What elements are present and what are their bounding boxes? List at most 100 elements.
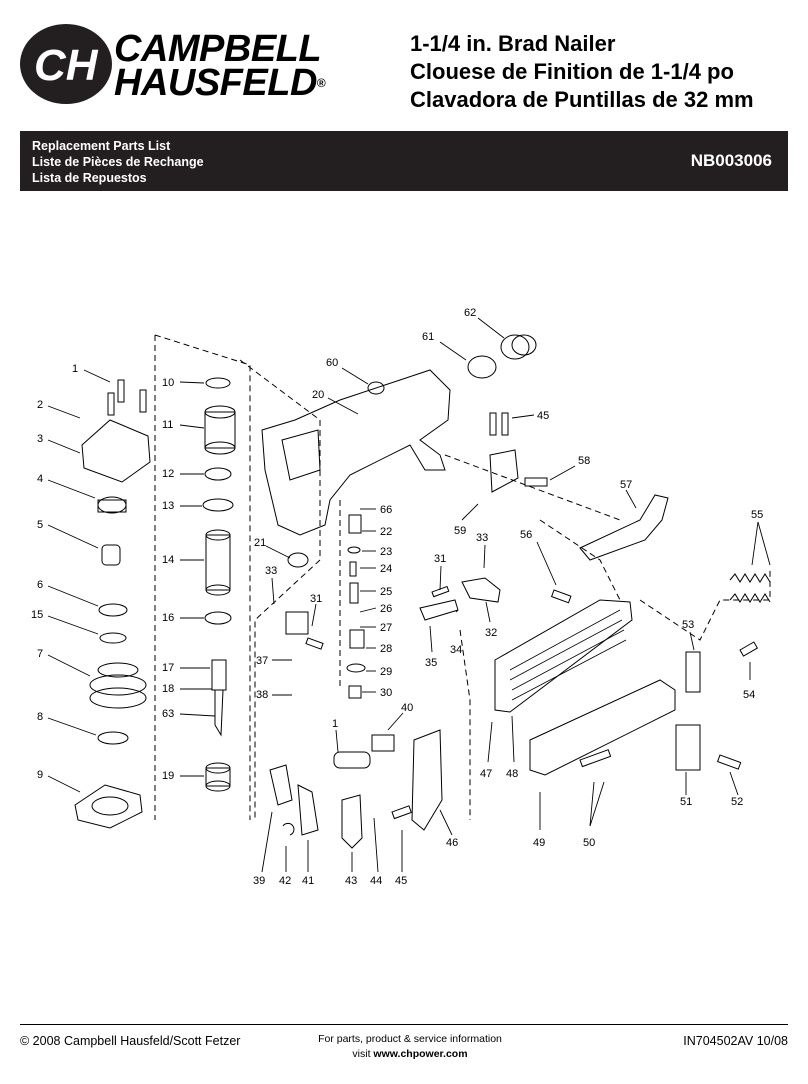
model-number: NB003006 (690, 151, 772, 170)
callout: 24 (380, 563, 392, 575)
o-ring-part-15 (99, 632, 127, 644)
trigger-part-32 (461, 577, 501, 603)
callout: 60 (326, 357, 338, 369)
callout: 12 (162, 468, 174, 480)
callout: 45 (537, 410, 549, 422)
callout: 52 (731, 796, 743, 808)
callout: 21 (254, 537, 266, 549)
gasket-part-9 (74, 784, 143, 829)
footer-divider (20, 1024, 788, 1025)
callout: 37 (256, 655, 268, 667)
callout: 40 (401, 702, 413, 714)
callout: 31 (310, 593, 322, 605)
callout: 54 (743, 689, 755, 701)
fitting-part-62 (500, 334, 537, 360)
callout: 27 (380, 622, 392, 634)
latch-part-57 (579, 494, 669, 561)
service-info: For parts, product & service information… (300, 1032, 520, 1062)
callout: 31 (434, 553, 446, 565)
ch-monogram-icon: CH (20, 24, 112, 104)
callout: 43 (345, 875, 357, 887)
bracket-part-59 (489, 449, 519, 493)
callout: 38 (256, 689, 268, 701)
cylinder-part-11 (204, 405, 236, 455)
callout: 63 (162, 708, 174, 720)
title-fr: Clouese de Finition de 1-1/4 po (410, 59, 734, 84)
o-ring-part-61 (467, 355, 497, 379)
callout: 47 (480, 768, 492, 780)
screws-part-1 (107, 379, 147, 416)
callout: 56 (520, 529, 532, 541)
callout: 20 (312, 389, 324, 401)
banner-line-fr: Liste de Pièces de Rechange (32, 155, 204, 169)
banner-line-en: Replacement Parts List (32, 139, 171, 153)
callout: 53 (682, 619, 694, 631)
callout: 57 (620, 479, 632, 491)
service-prefix: visit (352, 1048, 374, 1060)
callout-numbers: 1 2 3 4 5 6 15 7 8 9 10 11 12 13 14 16 1… (31, 307, 763, 887)
callout: 33 (476, 532, 488, 544)
callout: 51 (680, 796, 692, 808)
callout: 29 (380, 666, 392, 678)
title-es: Clavadora de Puntillas de 32 mm (410, 87, 754, 112)
callout: 11 (162, 419, 173, 431)
piston-part-14 (205, 529, 231, 596)
part-53 (685, 651, 701, 693)
registered-mark: ® (316, 76, 326, 90)
product-titles: 1-1/4 in. Brad Nailer Clouese de Finitio… (410, 30, 754, 114)
callout: 2 (37, 399, 43, 411)
callout: 32 (485, 627, 497, 639)
part-4 (97, 496, 127, 514)
assembly-guides (154, 334, 771, 820)
callout: 34 (450, 644, 462, 656)
callout: 22 (380, 526, 392, 538)
part-60 (367, 381, 385, 395)
callout: 61 (422, 331, 434, 343)
brand-logo: CH CAMPBELL HAUSFELD® (18, 22, 378, 106)
callout: 62 (464, 307, 476, 319)
svg-text:CH: CH (34, 41, 99, 90)
title-en: 1-1/4 in. Brad Nailer (410, 31, 616, 56)
parts-list-banner: Replacement Parts List Liste de Pièces d… (20, 131, 788, 191)
brand-line2: HAUSFELD (114, 62, 317, 104)
driver-part-17-18-63 (211, 659, 227, 737)
housing-part-20 (261, 369, 451, 536)
callout: 55 (751, 509, 763, 521)
callout: 16 (162, 612, 174, 624)
callout: 6 (37, 579, 43, 591)
callout: 45 (395, 875, 407, 887)
callout: 66 (380, 504, 392, 516)
callout: 25 (380, 586, 392, 598)
callout: 50 (583, 837, 595, 849)
callout: 1 (332, 718, 338, 730)
callout: 17 (162, 662, 174, 674)
brand-line1: CAMPBELL (114, 28, 322, 70)
callout: 58 (578, 455, 590, 467)
callout: 44 (370, 875, 382, 887)
magazine-part-47-48 (494, 599, 633, 713)
service-line1: For parts, product & service information (318, 1033, 502, 1045)
head-valve-part-7 (89, 662, 147, 709)
o-ring-part-8 (97, 731, 129, 745)
nose-parts-40-46 (411, 729, 443, 831)
callout: 48 (506, 768, 518, 780)
o-ring-part-16 (204, 611, 232, 625)
copyright: © 2008 Campbell Hausfeld/Scott Fetzer (20, 1034, 241, 1048)
callout: 19 (162, 770, 174, 782)
service-line2: visit www.chpower.com (300, 1047, 520, 1062)
callout: 28 (380, 643, 392, 655)
brand-wordmark: CAMPBELL HAUSFELD® (114, 28, 326, 102)
callout: 33 (265, 565, 277, 577)
callout: 26 (380, 603, 392, 615)
callout: 1 (72, 363, 78, 375)
misc-screws (305, 585, 759, 820)
leader-arrows (47, 317, 771, 873)
service-url-link[interactable]: www.chpower.com (373, 1048, 468, 1060)
callout: 35 (425, 657, 437, 669)
banner-line-es: Lista de Repuestos (32, 171, 147, 185)
callout: 23 (380, 546, 392, 558)
callout: 5 (37, 519, 43, 531)
cylinder-cap-part-3 (81, 419, 151, 483)
callout: 46 (446, 837, 458, 849)
document-code: IN704502AV 10/08 (683, 1034, 788, 1048)
